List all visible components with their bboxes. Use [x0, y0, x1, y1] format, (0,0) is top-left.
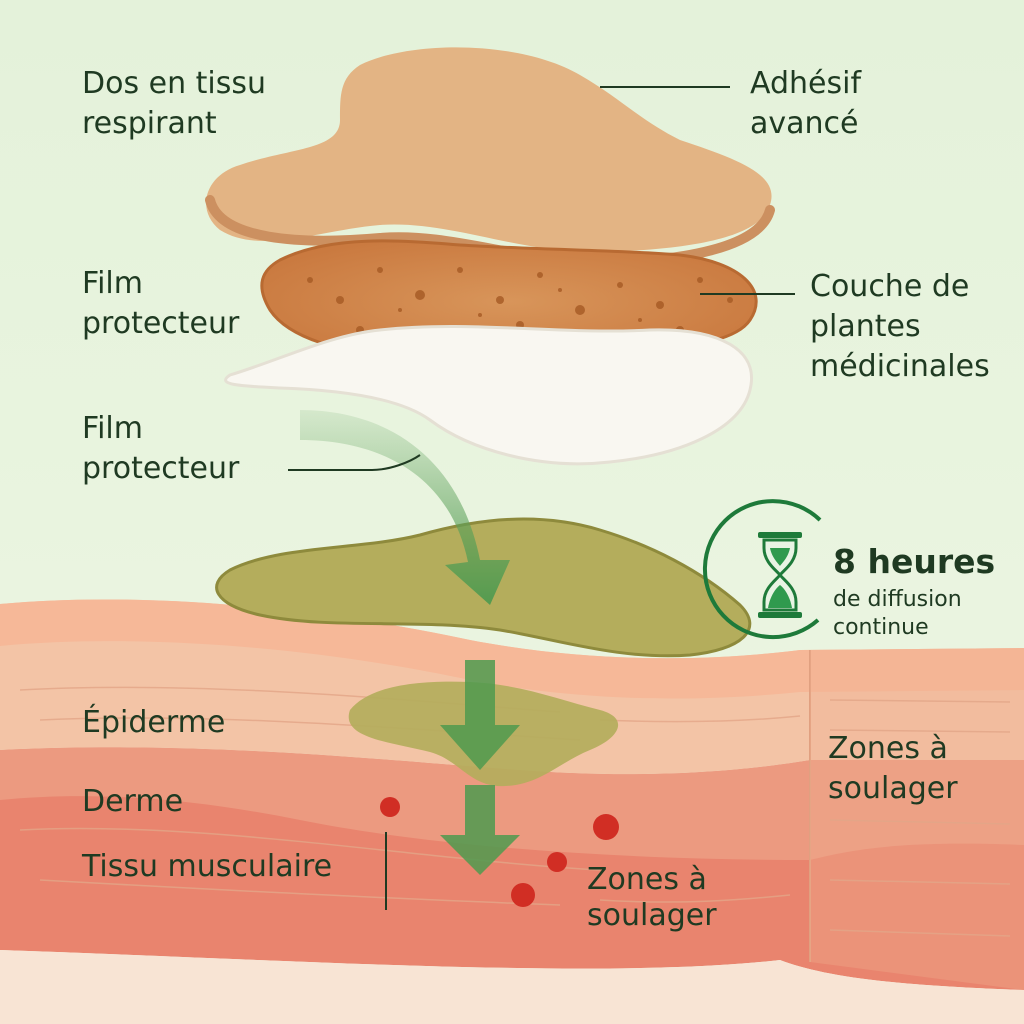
target-dot	[380, 797, 400, 817]
badge-hours: 8 heures	[833, 542, 996, 581]
timer-ring	[702, 499, 822, 640]
label-epidermis: Épiderme	[82, 705, 226, 740]
dermis-layer	[0, 747, 1024, 860]
label-adhesive: Adhésif avancé	[750, 66, 862, 141]
leader-film	[288, 454, 421, 471]
skin-side-face	[810, 648, 1024, 990]
label-film-1: Film protecteur	[82, 266, 240, 341]
label-dermis: Derme	[82, 784, 184, 819]
label-zones-bottom: Zones à soulager	[587, 862, 717, 933]
label-film-2: Film protecteur	[82, 411, 240, 486]
target-dot	[593, 814, 619, 840]
badge-subtitle: de diffusion continue	[833, 587, 962, 640]
label-muscle: Tissu musculaire	[82, 849, 333, 884]
label-zones-right: Zones à soulager	[828, 731, 958, 806]
timer-badge	[702, 499, 822, 640]
patch-backing-layer	[206, 47, 772, 253]
label-herbal-layer: Couche de plantes médicinales	[810, 269, 990, 384]
skin-surface	[0, 599, 1024, 699]
diffusion-arrows	[300, 410, 520, 875]
target-dots	[380, 797, 619, 907]
label-backing: Dos en tissu respirant	[82, 66, 266, 141]
hourglass-icon	[758, 532, 802, 618]
arrow-dermis	[440, 785, 520, 875]
target-dot	[547, 852, 567, 872]
protective-film	[224, 325, 753, 466]
bottom-base	[0, 950, 1024, 1024]
target-dot	[511, 883, 535, 907]
curved-arrow	[300, 410, 510, 605]
arrow-epidermis	[440, 660, 520, 770]
leader-lines	[288, 86, 795, 910]
